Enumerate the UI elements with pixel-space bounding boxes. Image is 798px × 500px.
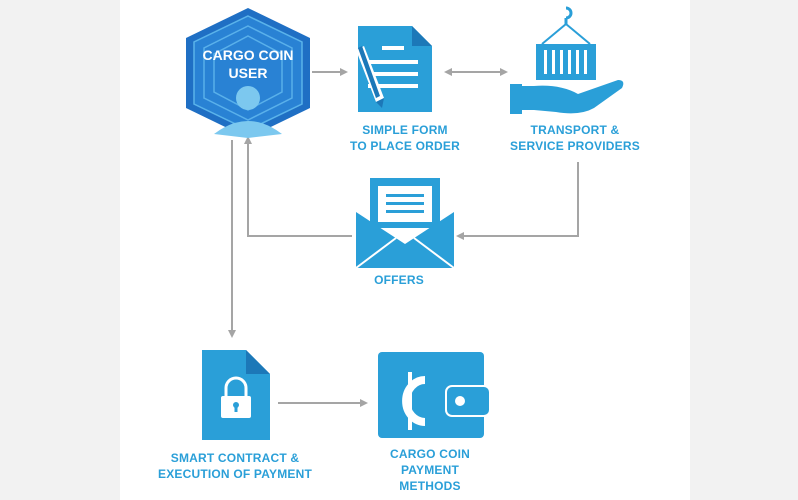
hexagon-user-icon — [186, 8, 310, 138]
wallet-coin-icon — [378, 352, 491, 438]
payment-label-line3: METHODS — [399, 479, 461, 493]
user-label-line2: USER — [228, 65, 268, 81]
node-label-transport: TRANSPORT & SERVICE PROVIDERS — [510, 122, 640, 154]
node-label-contract: SMART CONTRACT & EXECUTION OF PAYMENT — [158, 450, 312, 482]
offers-label-line1: OFFERS — [374, 273, 424, 287]
user-label-line1: CARGO COIN — [202, 47, 294, 63]
document-pen-icon — [356, 26, 432, 112]
form-label-line1: SIMPLE FORM — [362, 123, 448, 137]
edge-transport-to-offers — [456, 162, 579, 240]
transport-label-line2: SERVICE PROVIDERS — [510, 139, 640, 153]
node-label-user: CARGO COIN USER — [203, 46, 294, 82]
edge-offers-to-user — [244, 136, 352, 237]
node-label-offers: OFFERS — [374, 272, 424, 288]
container-hand-icon — [510, 6, 624, 114]
locked-document-icon — [202, 350, 270, 440]
envelope-icon — [355, 178, 455, 269]
payment-label-line2: PAYMENT — [400, 463, 460, 477]
contract-label-line1: SMART CONTRACT & — [170, 451, 300, 465]
transport-label-line1: TRANSPORT & — [530, 123, 620, 137]
form-label-line2: TO PLACE ORDER — [350, 139, 460, 153]
node-label-form: SIMPLE FORM TO PLACE ORDER — [350, 122, 460, 154]
contract-label-line2: EXECUTION OF PAYMENT — [157, 467, 313, 481]
node-label-payment: CARGO COIN PAYMENT METHODS — [390, 446, 470, 494]
payment-label-line1: CARGO COIN — [390, 447, 470, 461]
